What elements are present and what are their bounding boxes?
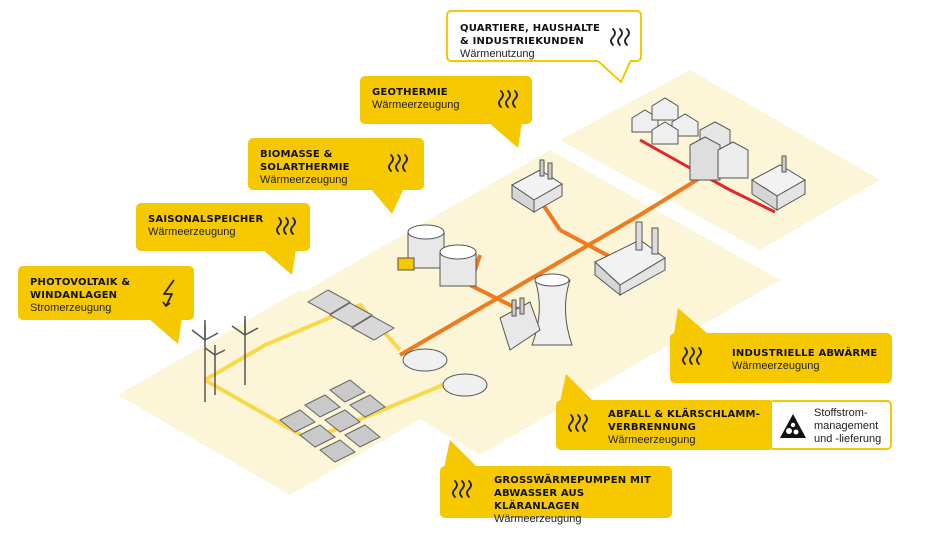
recycling-icon	[780, 414, 806, 438]
callout-quartiere: QUARTIERE, HAUSHALTE & INDUSTRIEKUNDEN W…	[446, 10, 642, 62]
callout-industrie: INDUSTRIELLE ABWÄRME Wärmeerzeugung	[670, 333, 892, 383]
callout-industrie-pointer	[674, 308, 708, 334]
callout-biomasse-title: BIOMASSE & SOLARTHERMIE	[260, 149, 350, 173]
callout-industrie-sub: Wärmeerzeugung	[732, 360, 820, 372]
residential-houses	[631, 97, 699, 145]
heat-waves-icon	[452, 480, 472, 498]
incineration-plant	[499, 273, 573, 351]
callout-grosswaerme: GROSSWÄRMEPUMPEN MIT ABWASSER AUS KLÄRAN…	[440, 466, 672, 525]
office-blocks	[689, 121, 749, 181]
ground-plate-center	[255, 150, 780, 455]
lightning-icon	[162, 279, 175, 308]
heat-waves-icon	[568, 414, 588, 432]
callout-grosswaerme-title: GROSSWÄRMEPUMPEN MIT ABWASSER AUS KLÄRAN…	[494, 475, 652, 512]
solar-thermal-collectors	[306, 289, 396, 341]
heat-waves-icon	[388, 154, 408, 172]
callout-grosswaerme-sub: Wärmeerzeugung	[494, 513, 582, 525]
callout-photovoltaik-pointer	[148, 318, 182, 344]
wind-turbines	[191, 316, 259, 402]
callout-quartiere-pointer	[595, 60, 633, 84]
callout-industrie-title: INDUSTRIELLE ABWÄRME	[732, 348, 878, 359]
callout-photovoltaik: PHOTOVOLTAIK & WINDANLAGEN Stromerzeugun…	[18, 266, 194, 320]
callout-biomasse: BIOMASSE & SOLARTHERMIE Wärmeerzeugung	[248, 138, 424, 190]
solar-panel-field	[279, 379, 386, 463]
callout-photovoltaik-sub: Stromerzeugung	[30, 302, 112, 314]
callout-abfall-sub: Wärmeerzeugung	[608, 434, 696, 446]
callout-geothermie-sub: Wärmeerzeugung	[372, 99, 460, 111]
callout-biomasse-sub: Wärmeerzeugung	[260, 174, 348, 186]
callout-geothermie-title: GEOTHERMIE	[372, 87, 448, 98]
callout-abfall-title: ABFALL & KLÄRSCHLAMM- VERBRENNUNG	[608, 409, 761, 433]
heat-waves-icon	[498, 90, 518, 108]
callout-saisonal-title: SAISONALSPEICHER	[148, 214, 264, 225]
callout-abfall: ABFALL & KLÄRSCHLAMM- VERBRENNUNG Wärmee…	[556, 400, 774, 450]
callout-saisonal-pointer	[262, 249, 296, 275]
callout-saisonal-sub: Wärmeerzeugung	[148, 226, 236, 238]
heat-waves-icon	[276, 217, 296, 235]
heat-waves-icon	[610, 28, 630, 46]
storage-tanks	[397, 224, 477, 287]
callout-biomasse-pointer	[370, 188, 404, 214]
industrial-customer	[751, 155, 806, 211]
callout-quartiere-sub: Wärmenutzung	[460, 48, 535, 60]
clarifier-basins	[402, 348, 488, 397]
callout-quartiere-title: QUARTIERE, HAUSHALTE & INDUSTRIEKUNDEN	[460, 23, 601, 47]
callout-geothermie-pointer	[488, 122, 522, 148]
callout-saisonal: SAISONALSPEICHER Wärmeerzeugung	[136, 203, 310, 251]
heat-waves-icon	[682, 347, 702, 365]
callout-stoffstrom-text: Stoffstrom- management und -lieferung	[814, 407, 882, 445]
geothermal-plant	[511, 159, 563, 213]
callout-stoffstrom: Stoffstrom- management und -lieferung	[772, 400, 892, 450]
industrial-plant	[594, 221, 666, 297]
callout-photovoltaik-title: PHOTOVOLTAIK & WINDANLAGEN	[30, 277, 131, 301]
callout-grosswaerme-pointer	[444, 440, 478, 468]
callout-geothermie: GEOTHERMIE Wärmeerzeugung	[360, 76, 532, 124]
callout-abfall-pointer	[560, 374, 594, 402]
